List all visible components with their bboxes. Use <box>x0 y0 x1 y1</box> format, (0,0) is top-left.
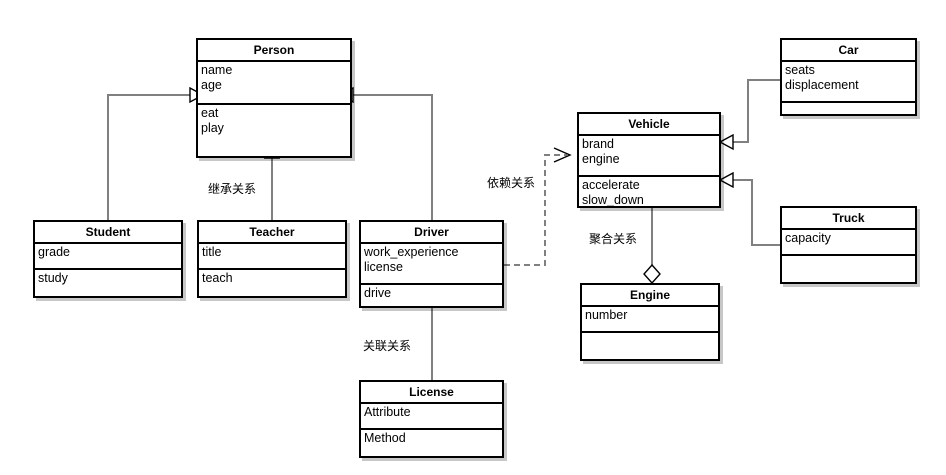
attribute-row: capacity <box>785 231 831 245</box>
class-box-driver[interactable]: Driver work_experience license drive <box>359 220 504 308</box>
attribute-row: displacement <box>785 78 859 92</box>
edge-car-vehicle[interactable] <box>718 79 780 151</box>
label-aggregation: 聚合关系 <box>589 232 638 246</box>
method-row: teach <box>202 271 233 285</box>
class-methods-truck <box>782 256 915 259</box>
method-row: slow_down <box>582 193 644 207</box>
attribute-row: number <box>585 308 628 322</box>
class-title-engine: Engine <box>582 285 718 307</box>
class-attributes-vehicle: brand engine <box>579 136 719 177</box>
class-attributes-teacher: title <box>199 244 345 270</box>
edge-truck-vehicle[interactable] <box>718 171 780 246</box>
attribute-row: seats <box>785 63 815 77</box>
edge-driver-vehicle[interactable] <box>504 147 572 266</box>
attribute-row: brand <box>582 137 614 151</box>
class-attributes-license: Attribute <box>361 404 502 430</box>
edge-vehicle-engine[interactable] <box>643 208 661 285</box>
label-inheritance: 继承关系 <box>208 182 257 196</box>
label-association: 关联关系 <box>363 339 412 353</box>
attribute-row: Attribute <box>364 405 411 419</box>
class-methods-vehicle: accelerate slow_down <box>579 177 719 210</box>
class-attributes-engine: number <box>582 307 718 333</box>
attribute-row: name <box>201 63 233 77</box>
method-row: drive <box>364 286 392 300</box>
attribute-row: title <box>202 245 222 259</box>
attribute-row: age <box>201 78 222 92</box>
method-row: eat <box>201 106 219 120</box>
edge-driver-person[interactable] <box>338 86 433 220</box>
method-row: play <box>201 121 224 135</box>
method-row: Method <box>364 431 406 445</box>
class-methods-car <box>782 103 915 106</box>
edge-student-person[interactable] <box>107 86 205 220</box>
class-methods-license: Method <box>361 430 502 448</box>
class-methods-student: study <box>35 270 181 288</box>
attribute-row: engine <box>582 152 620 166</box>
class-attributes-truck: capacity <box>782 230 915 256</box>
class-box-engine[interactable]: Engine number <box>580 283 720 361</box>
class-methods-teacher: teach <box>199 270 345 288</box>
class-box-student[interactable]: Student grade study <box>33 220 183 298</box>
attribute-row: grade <box>38 245 70 259</box>
class-attributes-student: grade <box>35 244 181 270</box>
attribute-row: work_experience <box>364 245 459 259</box>
class-methods-engine <box>582 333 718 336</box>
attribute-row: license <box>364 260 403 274</box>
class-box-car[interactable]: Car seats displacement <box>780 38 917 116</box>
class-box-teacher[interactable]: Teacher title teach <box>197 220 347 298</box>
class-title-vehicle: Vehicle <box>579 114 719 136</box>
class-attributes-car: seats displacement <box>782 62 915 103</box>
class-title-teacher: Teacher <box>199 222 345 244</box>
class-box-truck[interactable]: Truck capacity <box>780 206 917 284</box>
class-title-driver: Driver <box>361 222 502 244</box>
class-box-license[interactable]: License Attribute Method <box>359 380 504 458</box>
method-row: accelerate <box>582 178 640 192</box>
class-attributes-person: name age <box>198 62 350 105</box>
method-row: study <box>38 271 68 285</box>
class-methods-person: eat play <box>198 105 350 138</box>
class-attributes-driver: work_experience license <box>361 244 502 285</box>
class-title-student: Student <box>35 222 181 244</box>
class-title-car: Car <box>782 40 915 62</box>
class-box-vehicle[interactable]: Vehicle brand engine accelerate slow_dow… <box>577 112 721 208</box>
label-dependency: 依赖关系 <box>487 176 536 190</box>
class-title-license: License <box>361 382 502 404</box>
class-title-truck: Truck <box>782 208 915 230</box>
class-title-person: Person <box>198 40 350 62</box>
class-box-person[interactable]: Person name age eat play <box>196 38 352 158</box>
class-methods-driver: drive <box>361 285 502 303</box>
